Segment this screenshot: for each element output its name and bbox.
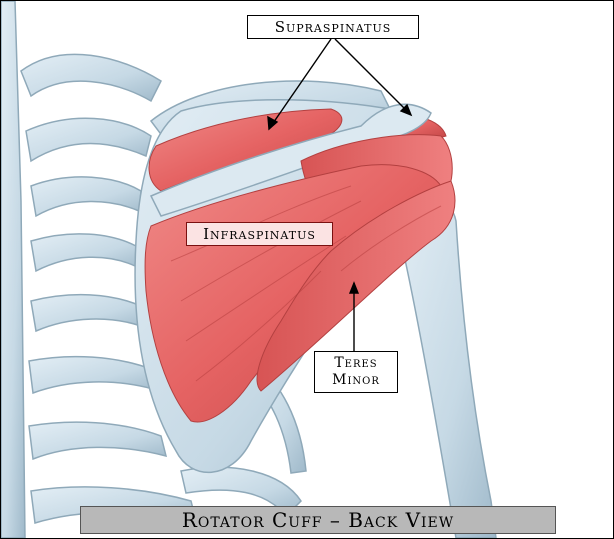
teres-minor-label-line2: Minor [332,372,380,388]
supraspinatus-label: Supraspinatus [247,15,419,39]
diagram-caption: Rotator Cuff – Back View [80,506,556,534]
teres-minor-muscle [256,180,456,392]
teres-minor-label: Teres Minor [314,351,398,393]
pointer-lines [267,38,413,351]
muscle-striations [170,185,442,382]
scapular-spine [149,103,432,217]
infraspinatus-label: Infraspinatus [186,222,333,246]
spine [1,1,26,538]
teres-minor-label-line1: Teres [334,355,378,371]
